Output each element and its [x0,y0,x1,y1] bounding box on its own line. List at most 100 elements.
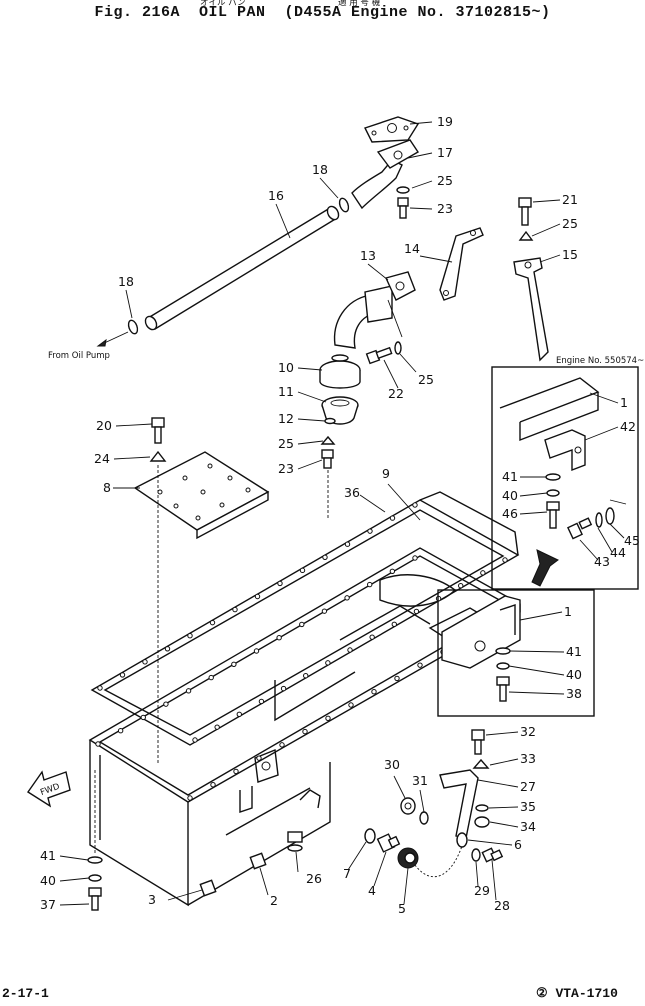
leader-line [275,203,291,239]
callout-20: 20 [96,418,112,433]
bolt-hole [391,621,397,627]
bolt-hole [187,795,193,801]
callout-25: 25 [437,173,453,188]
leader-line [419,789,425,813]
bolt-hole [369,634,375,640]
bolt-hole [142,659,148,665]
callout-16: 16 [268,188,284,203]
leader-line [531,223,561,237]
callout-42: 42 [620,419,636,434]
oil-pan-gasket-36 [90,491,520,746]
bolt-hole [389,515,396,521]
bolt-hole [97,685,103,691]
bolt-hole [412,555,418,561]
bolt-hole [367,581,373,588]
bolt-hole [232,606,238,613]
callout-2: 2 [270,893,278,908]
callout-37: 37 [40,897,56,912]
callout-6: 6 [514,837,522,852]
fwd-arrow: FWD [27,770,71,808]
bolt-hole [371,689,377,695]
leader-line [508,665,565,676]
bolt-21 [518,197,532,226]
bolt-hole [299,621,305,628]
leader-line [411,180,433,189]
chain [414,845,463,878]
leader-line [519,492,548,497]
leader-line [297,391,327,403]
callout-31: 31 [412,773,428,788]
leader-line [393,775,406,799]
leader-line [113,456,151,460]
leader-line [597,527,613,553]
o-ring-7 [364,828,376,844]
callout-38: 38 [566,686,582,701]
washer-33 [472,758,490,769]
elbow-tube [351,139,419,210]
callout-25: 25 [418,372,434,387]
bolt-hole [325,715,331,721]
callout-12: 12 [278,411,294,426]
leader-line [532,199,561,203]
bolt-hole [302,728,308,735]
callout-40: 40 [502,488,518,503]
leader-line [403,867,409,905]
bolt-hole [276,635,282,641]
callout-11: 11 [278,384,294,399]
bolt-hole [185,688,192,694]
leader-line [509,650,565,653]
page-number: 2-17-1 [2,986,49,1001]
bolt-hole [348,702,354,708]
leader-line [59,855,89,861]
strainer-10 [319,285,393,389]
bolt-hole [233,768,239,775]
oil-pan-body [88,547,521,907]
callout-34: 34 [520,819,536,834]
callout-43: 43 [594,554,610,569]
drawing-code: ② VTA-1710 [536,986,618,1001]
leader-line [589,392,619,404]
drain-valve-4 [376,833,401,853]
leader-line [508,691,565,695]
callout-40: 40 [566,667,582,682]
gasket-19 [364,116,420,143]
bolt-hole [502,557,508,563]
washer-31 [419,811,429,825]
callout-41: 41 [40,848,56,863]
direction-marker [531,549,559,587]
bolt-hole [208,674,214,681]
callout-25: 25 [562,216,578,231]
leader-line [297,459,323,470]
leader-line [319,177,339,199]
leader-line [488,806,519,809]
leader-line [409,207,433,210]
bolt-hole [210,782,216,788]
washer-29 [471,848,481,862]
callout-8: 8 [103,480,111,495]
washer-40-left [88,874,102,882]
bolt-hole [480,570,486,576]
callout-9: 9 [382,466,390,481]
bolt-hole [258,698,265,705]
bolt-22 [365,346,393,365]
callout-18: 18 [312,162,328,177]
bolt-hole [322,554,328,560]
bolt-hole [303,673,309,679]
bolt-hole [413,608,420,615]
nut-34 [474,816,490,828]
leader-line [539,254,561,263]
bolt-hole [253,648,260,654]
leader-line [409,121,433,125]
callout-32: 32 [520,724,536,739]
callout-22: 22 [388,386,404,401]
leader-line [297,418,326,422]
callout-13: 13 [360,248,376,263]
leader-line [59,877,90,882]
furigana-left: オイル パン [200,0,246,8]
callout-18: 18 [118,274,134,289]
bolt-23-low [321,449,334,469]
washer-12 [324,417,336,425]
washer-25-right [518,230,534,241]
callout-46: 46 [502,506,518,521]
leader-line [477,779,519,788]
